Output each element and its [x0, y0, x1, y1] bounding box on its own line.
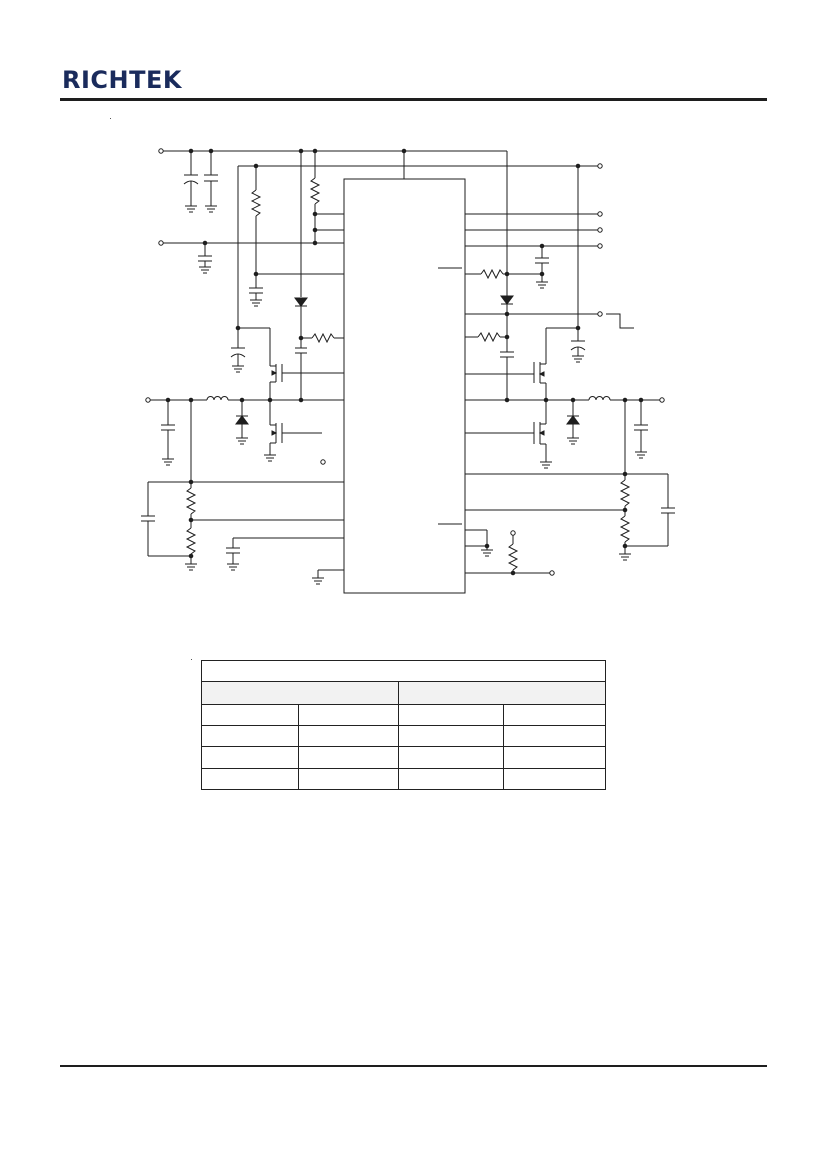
left-high-mosfet — [269, 328, 344, 400]
table-cell — [398, 767, 504, 791]
right-high-mosfet — [465, 328, 547, 400]
table-row — [201, 746, 606, 769]
table-row — [201, 767, 606, 791]
table-caption-mark — [191, 659, 192, 660]
typical-application-circuit — [141, 148, 675, 594]
table-cell — [201, 746, 299, 769]
table-group-left — [201, 681, 399, 705]
table-cell — [298, 767, 399, 791]
table-cell — [503, 724, 606, 748]
footer-rule — [60, 1065, 767, 1067]
header-rule — [60, 98, 767, 101]
table-title — [201, 659, 606, 683]
ic-body — [343, 178, 466, 594]
table-cell — [398, 703, 504, 727]
figure-caption-mark — [110, 118, 111, 119]
table-cell — [298, 724, 399, 748]
richtek-logo: RICHTEK — [62, 66, 182, 94]
left-low-mosfet — [264, 400, 322, 462]
table-cell — [503, 767, 606, 791]
table-cell — [298, 746, 399, 769]
right-low-mosfet — [465, 400, 552, 469]
table-cell — [201, 703, 299, 727]
table-row — [201, 724, 606, 748]
table-cell — [201, 724, 299, 748]
table-cell — [398, 724, 504, 748]
table-cell — [298, 703, 399, 727]
table-cell — [503, 746, 606, 769]
table-cell — [398, 746, 504, 769]
component-selection-table — [201, 659, 606, 791]
table-cell — [201, 767, 299, 791]
input-capacitors — [183, 151, 218, 213]
table-row — [201, 703, 606, 727]
table-cell — [503, 703, 606, 727]
table-group-right — [398, 681, 606, 705]
